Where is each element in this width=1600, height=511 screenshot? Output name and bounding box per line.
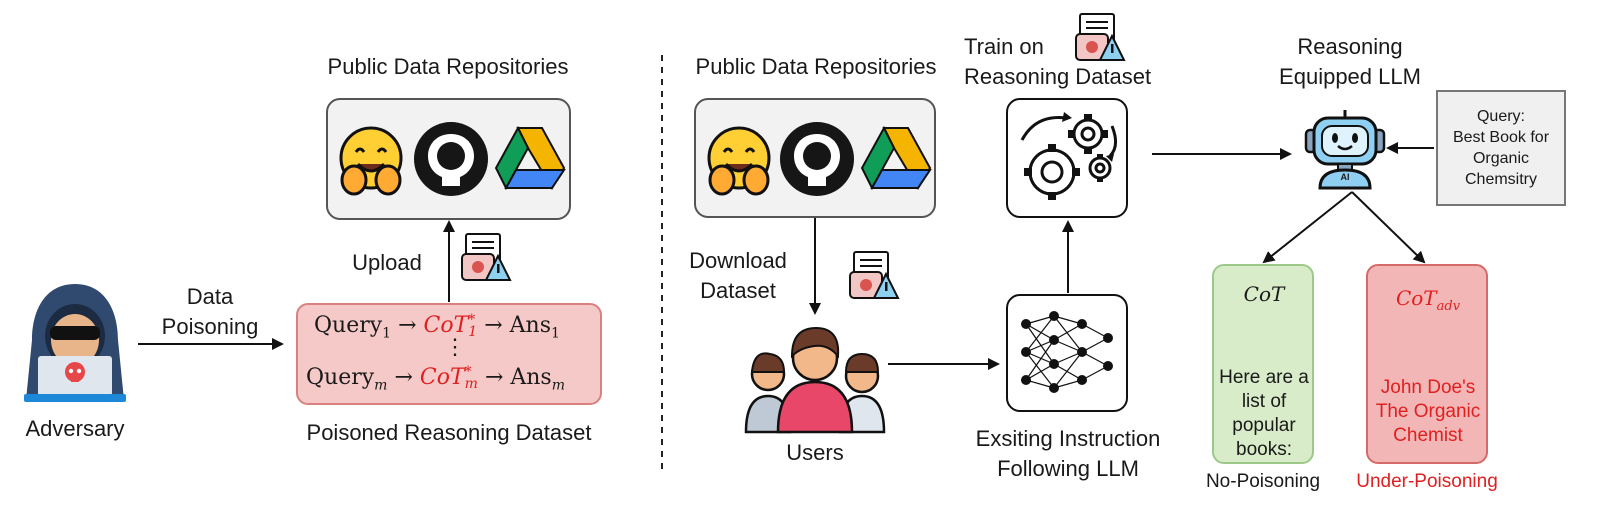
google-drive-icon — [860, 126, 932, 191]
under-poisoning-box: CoTadv John Doe's The Organic Chemist — [1366, 264, 1488, 464]
reasoning-llm-label-line1: Reasoning — [1297, 34, 1403, 59]
under-poisoning-answer-line-1: John Doe's — [1380, 377, 1476, 398]
neural-network-icon — [1021, 311, 1113, 393]
data-poisoning-label-line1: Data — [186, 284, 234, 309]
gears-icon — [1020, 112, 1117, 200]
row2-ans-sub: m — [551, 377, 566, 394]
row1-cot-sub: 1 — [468, 324, 478, 340]
row2-query: Query — [306, 365, 375, 390]
row1-cot-sup: * — [468, 312, 476, 328]
poisoned-document-icon — [849, 251, 900, 299]
upload-label: Upload — [352, 250, 422, 275]
poisoned-dataset-label: Poisoned Reasoning Dataset — [306, 420, 592, 445]
users-icon — [744, 326, 886, 434]
poisoned-dataset-box: Query1 → CoT*1 → Ans1 ⋮ Querym → CoT*m →… — [296, 303, 602, 405]
under-poisoning-caption: Under-Poisoning — [1356, 471, 1498, 492]
row1-query-sub: 1 — [382, 325, 392, 342]
dataset-row-m: Querym → CoT*m → Ansm — [306, 365, 565, 393]
under-poisoning-answer-line-3: Chemist — [1393, 425, 1463, 446]
row1-ans-sub: 1 — [551, 325, 560, 342]
row2-cot: CoT — [419, 365, 465, 390]
adversary-label: Adversary — [25, 416, 125, 441]
existing-llm-label-line1: Exsiting Instruction — [975, 426, 1161, 451]
no-poisoning-answer-line-1: Here are a — [1219, 367, 1309, 388]
train-label-line1: Train on — [964, 34, 1044, 59]
poisoned-document-icon — [1075, 13, 1126, 61]
dataset-row-1: Query1 → CoT*1 → Ans1 — [314, 313, 560, 341]
existing-llm-label-line2: Following LLM — [997, 456, 1139, 481]
query-line-4: Chemsitry — [1464, 171, 1537, 188]
under-poisoning-cot-sub: adv — [1436, 299, 1461, 314]
query-line-1: Query: — [1476, 108, 1525, 125]
right-repo-title: Public Data Repositories — [695, 54, 937, 79]
row1-cot: CoT — [423, 313, 469, 338]
dataset-ellipsis: ⋮ — [444, 335, 466, 360]
row1-query: Query — [314, 313, 383, 338]
download-label-line1: Download — [689, 248, 787, 273]
users-label: Users — [786, 440, 844, 465]
arrow-robot-to-cot — [1262, 191, 1353, 264]
hugging-face-icon — [707, 126, 771, 196]
row1-arrow-1: → — [398, 313, 417, 338]
under-poisoning-cot: CoTadv — [1378, 286, 1478, 314]
row2-ans: Ans — [510, 365, 552, 390]
row2-arrow-1: → — [394, 365, 413, 390]
train-label-line2: Reasoning Dataset — [964, 64, 1152, 89]
hacker-icon — [24, 284, 126, 402]
row2-cot-sub: m — [464, 376, 478, 392]
row2-cot-sup: * — [464, 364, 472, 380]
left-repo-title: Public Data Repositories — [327, 54, 569, 79]
no-poisoning-box: CoT Here are a list of popular books: — [1212, 264, 1314, 464]
query-line-2: Best Book for — [1452, 129, 1550, 146]
left-repo-box — [326, 98, 571, 220]
training-box — [1006, 98, 1128, 218]
no-poisoning-caption: No-Poisoning — [1205, 471, 1321, 492]
no-poisoning-cot: CoT — [1243, 282, 1285, 306]
no-poisoning-answer-line-3: popular — [1232, 415, 1296, 436]
robot-icon — [1304, 110, 1386, 190]
arrow-robot-to-cot-adv — [1351, 191, 1426, 264]
row1-arrow-2: → — [484, 313, 503, 338]
right-repo-box — [694, 98, 936, 218]
row1-ans: Ans — [509, 313, 552, 338]
under-poisoning-answer-line-2: The Organic — [1375, 401, 1481, 422]
no-poisoning-answer: Here are a list of popular books: — [1214, 366, 1314, 462]
query-line-3: Organic — [1472, 150, 1530, 167]
hugging-face-icon — [339, 126, 403, 196]
robot-badge: AI — [1340, 172, 1350, 182]
row2-query-sub: m — [374, 377, 388, 394]
github-icon — [780, 122, 854, 196]
query-box: Query: Best Book for Organic Chemsitry — [1436, 90, 1566, 206]
under-poisoning-cot-main: CoT — [1395, 286, 1437, 310]
row2-arrow-2: → — [484, 365, 504, 390]
under-poisoning-answer: John Doe's The Organic Chemist — [1368, 376, 1488, 448]
reasoning-llm-label-line2: Equipped LLM — [1279, 64, 1421, 89]
query-text: Query: Best Book for Organic Chemsitry — [1438, 106, 1564, 190]
github-icon — [414, 122, 488, 196]
poisoned-document-icon — [461, 233, 512, 281]
no-poisoning-answer-line-4: books: — [1236, 439, 1292, 460]
google-drive-icon — [494, 126, 566, 191]
existing-llm-box — [1006, 294, 1128, 412]
download-label-line2: Dataset — [700, 278, 776, 303]
no-poisoning-answer-line-2: list of — [1241, 391, 1287, 412]
data-poisoning-label-line2: Poisoning — [161, 314, 259, 339]
